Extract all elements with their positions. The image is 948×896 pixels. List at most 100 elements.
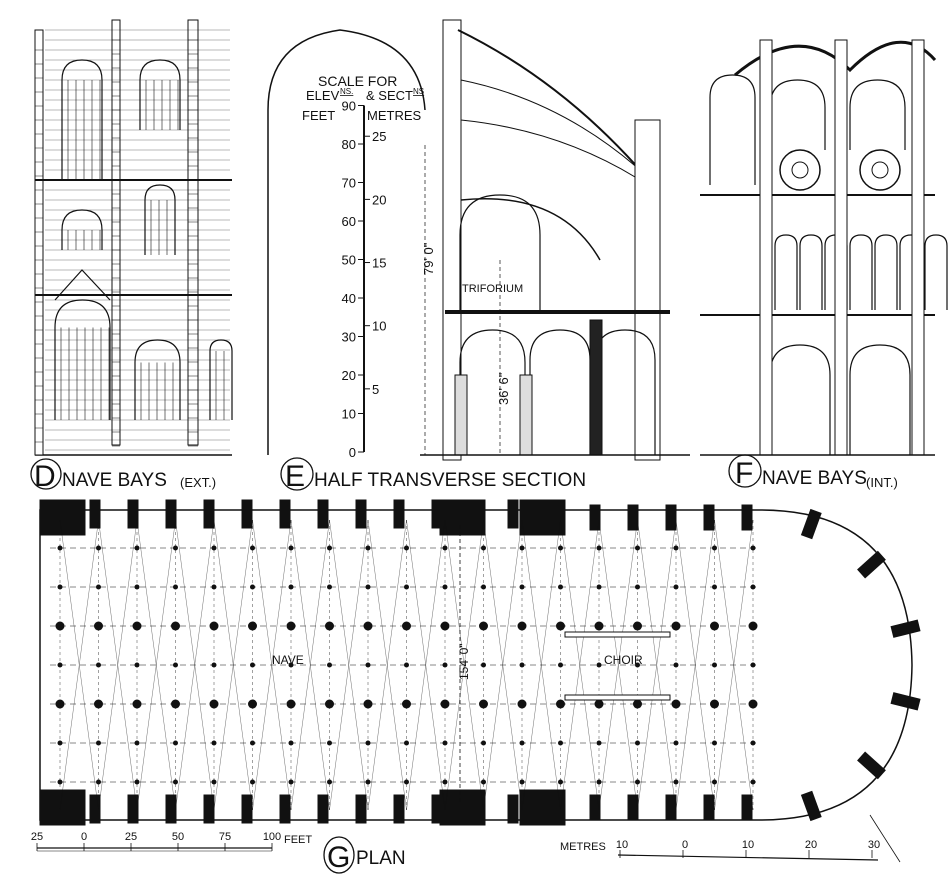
pier — [594, 699, 604, 709]
buttress — [187, 19, 199, 446]
pier — [96, 662, 101, 668]
scale-metres-label: METRES — [367, 108, 422, 123]
pier — [96, 584, 101, 590]
scale-heading: SCALE FOR — [318, 73, 397, 89]
window — [209, 339, 233, 420]
metres-scale-label: 10 — [616, 839, 628, 851]
nave-bays-interior-elevation — [700, 39, 948, 456]
pier — [481, 779, 486, 785]
apse-buttress — [800, 790, 822, 822]
pier — [671, 699, 681, 709]
tower-pier — [519, 499, 566, 536]
pier — [250, 662, 255, 668]
pier — [481, 584, 486, 590]
window — [134, 339, 181, 420]
panel-f-suffix: (INT.) — [866, 475, 898, 490]
metre-tick-label: 15 — [372, 256, 386, 271]
scale-heading-elev: ELEV — [306, 88, 340, 103]
feet-scale-label: 75 — [219, 831, 231, 843]
pier — [519, 779, 525, 785]
pier — [363, 699, 373, 709]
panel-f-circle — [728, 454, 762, 488]
pier — [327, 779, 332, 785]
pier — [55, 699, 65, 709]
pier — [250, 545, 255, 551]
buttress-north — [507, 499, 519, 529]
pier — [673, 779, 679, 785]
pier — [94, 699, 103, 709]
buttress-north — [241, 499, 253, 529]
pier — [596, 779, 602, 785]
floor-plan — [39, 499, 921, 826]
arcade-arch — [849, 344, 911, 455]
pier — [57, 779, 63, 785]
vault-diagonal — [444, 519, 484, 811]
feet-tick-label: 40 — [342, 291, 356, 306]
clerestory-window — [769, 79, 826, 150]
pier — [327, 740, 332, 746]
pier — [635, 662, 640, 668]
window — [61, 59, 103, 180]
feet-unit-label: FEET — [284, 834, 312, 846]
nave-pier-wall — [442, 19, 462, 461]
pier — [132, 621, 142, 631]
pier — [132, 699, 142, 709]
arcade-height-dimension: 36' 6" — [496, 372, 511, 405]
panel-d-letter: D — [34, 460, 56, 493]
feet-scale-label: 25 — [125, 831, 137, 843]
pier — [173, 779, 178, 785]
pier — [402, 699, 411, 709]
buttress-south — [507, 794, 519, 824]
pier — [211, 779, 217, 785]
pier — [404, 662, 409, 668]
pier — [442, 662, 448, 668]
pier — [558, 545, 563, 551]
column — [834, 39, 848, 456]
buttress-north — [741, 504, 753, 531]
pier — [481, 662, 486, 668]
pier — [288, 662, 294, 668]
metres-scale-label: 10 — [742, 839, 754, 851]
pier — [209, 621, 219, 631]
buttress-north — [127, 499, 139, 529]
pier — [748, 621, 758, 631]
pier — [365, 545, 371, 551]
flying-buttress-lower — [460, 198, 601, 261]
buttress-south — [741, 794, 753, 821]
window — [144, 184, 176, 255]
plan-width-dimension: 154' 0" — [457, 643, 471, 680]
pier — [750, 584, 756, 590]
pier — [173, 584, 178, 590]
pier — [671, 621, 681, 631]
pier — [365, 779, 371, 785]
pier — [171, 699, 180, 709]
vault-diagonal — [483, 519, 523, 811]
panel-e-letter: E — [285, 460, 305, 493]
pier — [596, 584, 602, 590]
pier — [134, 662, 140, 668]
pier — [288, 545, 294, 551]
pier — [57, 740, 63, 746]
window — [61, 209, 103, 250]
pier — [288, 740, 294, 746]
scale-feet-label: FEET — [302, 108, 335, 123]
pier — [365, 740, 371, 746]
buttress-north — [317, 499, 329, 529]
buttress-south — [89, 794, 101, 824]
pier — [635, 584, 640, 590]
pier — [750, 662, 756, 668]
vault-diagonal — [175, 519, 215, 811]
pier — [481, 740, 486, 746]
vault-diagonal — [329, 519, 369, 811]
pier — [633, 699, 642, 709]
feet-scale-label: 100 — [263, 831, 281, 843]
pier — [365, 662, 371, 668]
scale-heading-sect: & SECT — [366, 88, 413, 103]
feet-tick-label: 70 — [342, 176, 356, 191]
pier — [440, 699, 450, 709]
panel-g-letter: G — [327, 841, 350, 874]
feet-tick-label: 0 — [349, 445, 356, 460]
buttress-south — [241, 794, 253, 824]
